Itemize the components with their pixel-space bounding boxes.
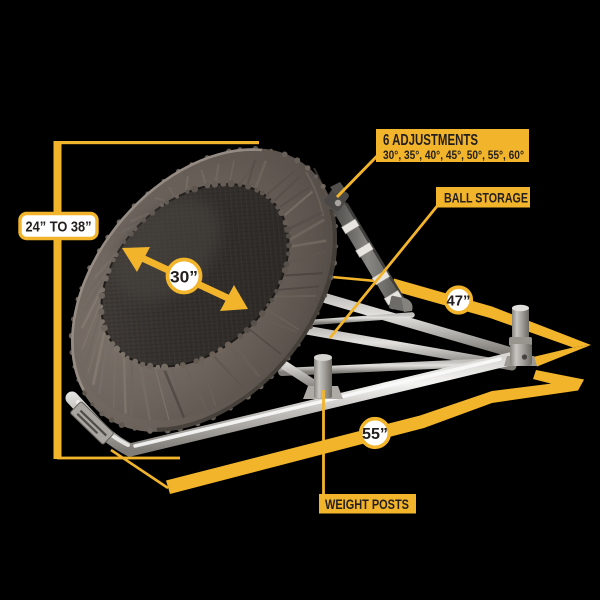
svg-text:47”: 47” (447, 293, 471, 310)
svg-text:WEIGHT POSTS: WEIGHT POSTS (325, 497, 409, 512)
svg-text:BALL STORAGE: BALL STORAGE (444, 190, 528, 206)
svg-text:6 ADJUSTMENTS: 6 ADJUSTMENTS (383, 132, 478, 149)
svg-text:24” TO 38”: 24” TO 38” (26, 219, 92, 236)
svg-text:55”: 55” (362, 426, 388, 443)
svg-text:30”: 30” (170, 269, 198, 287)
svg-text:30°, 35°, 40°, 45°, 50°, 55°,: 30°, 35°, 40°, 45°, 50°, 55°, 60° (383, 150, 524, 162)
